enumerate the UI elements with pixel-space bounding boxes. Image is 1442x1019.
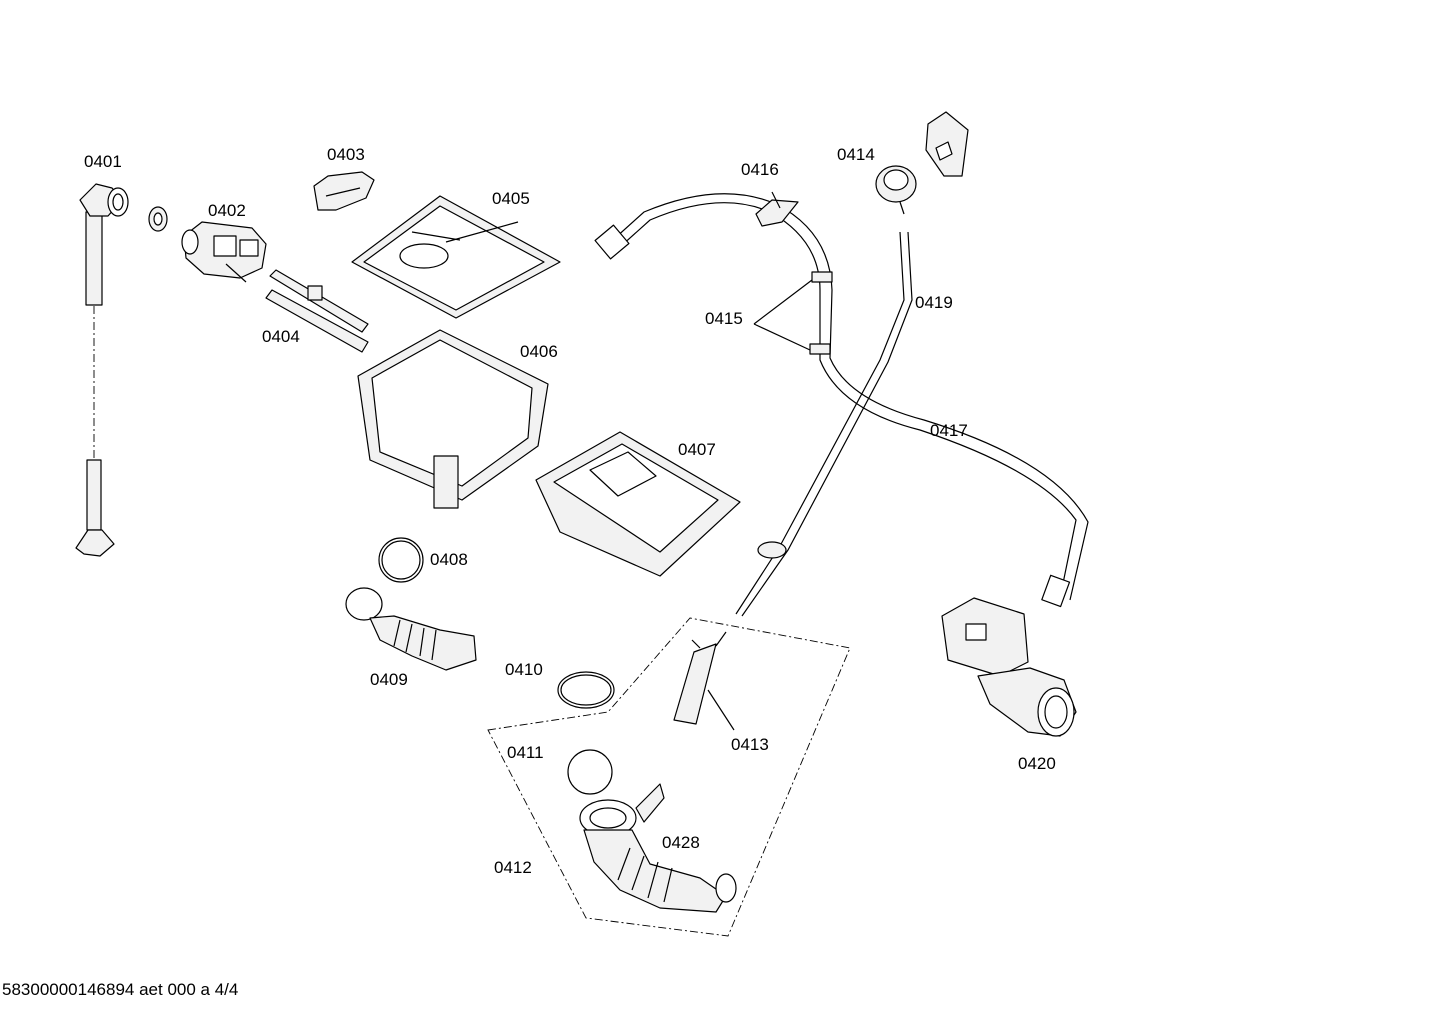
part-0404-tubes (265, 269, 369, 353)
assembly-group-outline (487, 617, 851, 937)
label-0414: 0414 (837, 145, 875, 164)
part-0410-seal-ring (557, 671, 615, 709)
label-0412: 0412 (494, 858, 532, 877)
leader-lines (411, 191, 813, 731)
part-0428-sump-hose (579, 783, 737, 913)
label-0413: 0413 (731, 735, 769, 754)
label-0417: 0417 (930, 421, 968, 440)
label-0415: 0415 (705, 309, 743, 328)
part-0408-seal-ring (378, 537, 424, 583)
label-0404: 0404 (262, 327, 300, 346)
label-0403: 0403 (327, 145, 365, 164)
part-0405-dispenser-lid (351, 195, 561, 319)
washer-ring (148, 206, 168, 232)
label-0419: 0419 (915, 293, 953, 312)
part-0403-bracket (313, 171, 375, 211)
label-0406: 0406 (520, 342, 558, 361)
document-id-footer: 58300000146894 aet 000 a 4/4 (2, 980, 239, 999)
part-0406-drawer-housing (357, 329, 549, 509)
part-0414-pressure-switch (875, 111, 969, 215)
part-0402-inlet-valve (181, 221, 267, 283)
label-0416: 0416 (741, 160, 779, 179)
part-0419-air-hose (735, 231, 913, 617)
part-0413-sensor-tube (673, 631, 727, 725)
label-0408: 0408 (430, 550, 468, 569)
part-0407-detergent-drawer (535, 431, 741, 577)
label-0401: 0401 (84, 152, 122, 171)
label-0420: 0420 (1018, 754, 1056, 773)
part-0420-drain-pump (941, 597, 1077, 737)
part-0409-bellows-hose (345, 587, 477, 671)
part-0416-0417-drain-hose (594, 193, 1089, 608)
label-0428: 0428 (662, 833, 700, 852)
label-0411: 0411 (507, 743, 544, 762)
part-0401-inlet-hose (75, 183, 129, 557)
label-0410: 0410 (505, 660, 543, 679)
label-0402: 0402 (208, 201, 246, 220)
label-0405: 0405 (492, 189, 530, 208)
label-0409: 0409 (370, 670, 408, 689)
part-0411-ball (567, 749, 613, 795)
label-0407: 0407 (678, 440, 716, 459)
